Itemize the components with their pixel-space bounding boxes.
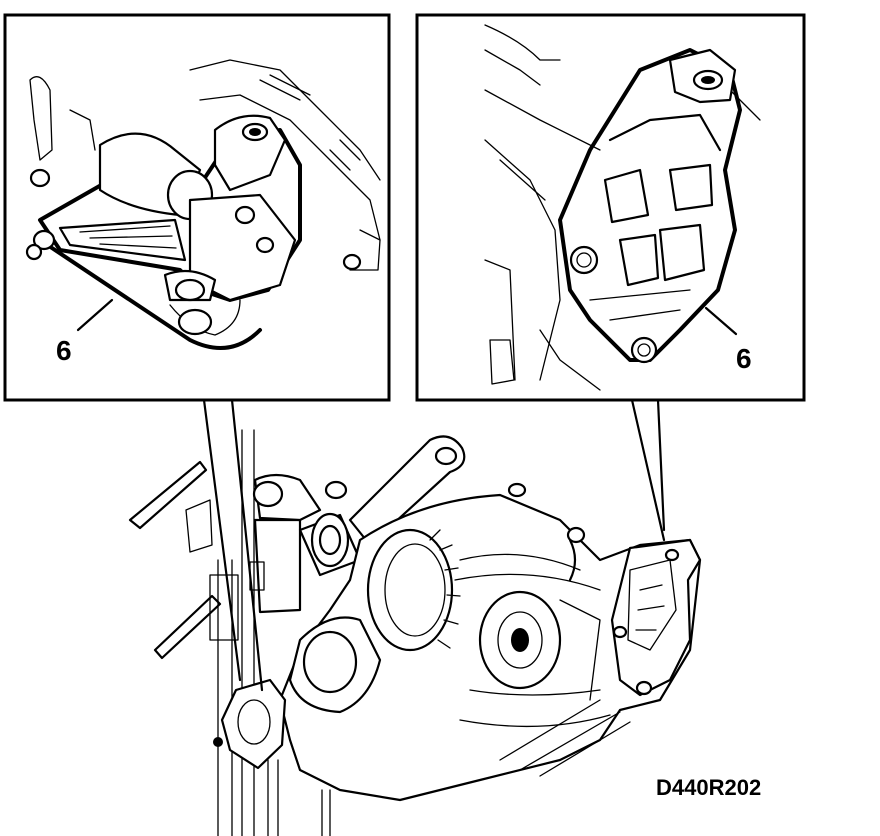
left-inset: 6 (3, 13, 391, 402)
right-callout-label: 6 (736, 343, 752, 374)
gearbox-assembly (128, 429, 702, 836)
figure-code: D440R202 (656, 775, 761, 800)
left-callout-label: 6 (56, 335, 72, 366)
right-inset: 6 (415, 13, 806, 402)
right-callout-leader (704, 306, 738, 336)
left-callout-leader (76, 298, 114, 332)
inset-leader-lines (202, 398, 666, 692)
